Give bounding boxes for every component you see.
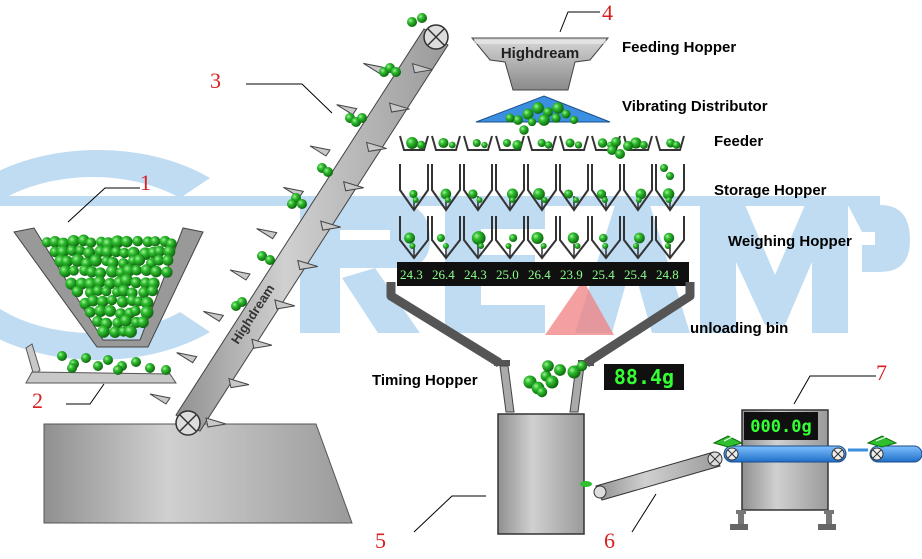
label-feeder: Feeder bbox=[714, 133, 763, 150]
hopper-brand-text: Highdream bbox=[501, 45, 579, 62]
feeder-row bbox=[399, 135, 685, 159]
combined-weight-value: 88.4g bbox=[614, 365, 674, 389]
label-feeding-hopper: Feeding Hopper bbox=[622, 39, 736, 56]
weighing-readout-bar bbox=[397, 262, 689, 286]
hopper-product-pile bbox=[41, 234, 177, 338]
label-vibrating-distributor: Vibrating Distributor bbox=[622, 98, 768, 115]
weighing-readout: 26.4 bbox=[432, 267, 455, 282]
weighing-readout: 25.4 bbox=[592, 267, 615, 282]
base-platform bbox=[43, 423, 353, 524]
label-number-2: 2 bbox=[32, 388, 43, 413]
label-number-6: 6 bbox=[604, 528, 615, 553]
storage-hopper-row bbox=[399, 164, 685, 212]
weighing-readout-values: 24.3 26.4 24.3 25.0 26.4 23.9 25.4 25.4 24.8 bbox=[400, 267, 679, 282]
timing-hopper-product bbox=[523, 360, 588, 398]
label-number-1: 1 bbox=[140, 170, 151, 195]
tray-product bbox=[57, 351, 171, 375]
combined-weight-display bbox=[604, 364, 684, 390]
weighing-hopper-row bbox=[399, 216, 685, 260]
weighing-readout: 23.9 bbox=[560, 267, 583, 282]
conveyor-product bbox=[231, 13, 427, 311]
weighing-readout: 25.0 bbox=[496, 267, 519, 282]
distributor-product bbox=[505, 102, 579, 135]
incline-bucket-conveyor: Highdream bbox=[149, 24, 449, 436]
weighing-readout: 24.8 bbox=[656, 267, 679, 282]
label-number-4: 4 bbox=[602, 0, 613, 25]
label-number-3: 3 bbox=[210, 68, 221, 93]
vibrating-feed-tray bbox=[25, 343, 177, 384]
label-number-5: 5 bbox=[375, 528, 386, 553]
packing-machine bbox=[497, 413, 585, 535]
label-weighing-hopper: Weighing Hopper bbox=[728, 233, 852, 250]
label-storage-hopper: Storage Hopper bbox=[714, 182, 827, 199]
output-package bbox=[580, 481, 592, 487]
weighing-readout: 24.3 bbox=[464, 267, 487, 282]
label-number-7: 7 bbox=[876, 360, 887, 385]
weighing-readout: 24.3 bbox=[400, 267, 423, 282]
feeding-hopper: Highdream bbox=[470, 37, 610, 91]
label-unloading-bin: unloading bin bbox=[690, 320, 788, 337]
label-timing-hopper: Timing Hopper bbox=[372, 372, 478, 389]
leader-lines bbox=[66, 11, 876, 533]
weighing-readout: 25.4 bbox=[624, 267, 647, 282]
checkweigher-packages bbox=[712, 435, 898, 448]
output-conveyor bbox=[593, 451, 723, 501]
checkweigher-value: 000.0g bbox=[750, 417, 811, 437]
weighing-readout: 26.4 bbox=[528, 267, 551, 282]
watermark-red-triangle bbox=[545, 280, 614, 335]
checkweigher bbox=[723, 409, 922, 530]
